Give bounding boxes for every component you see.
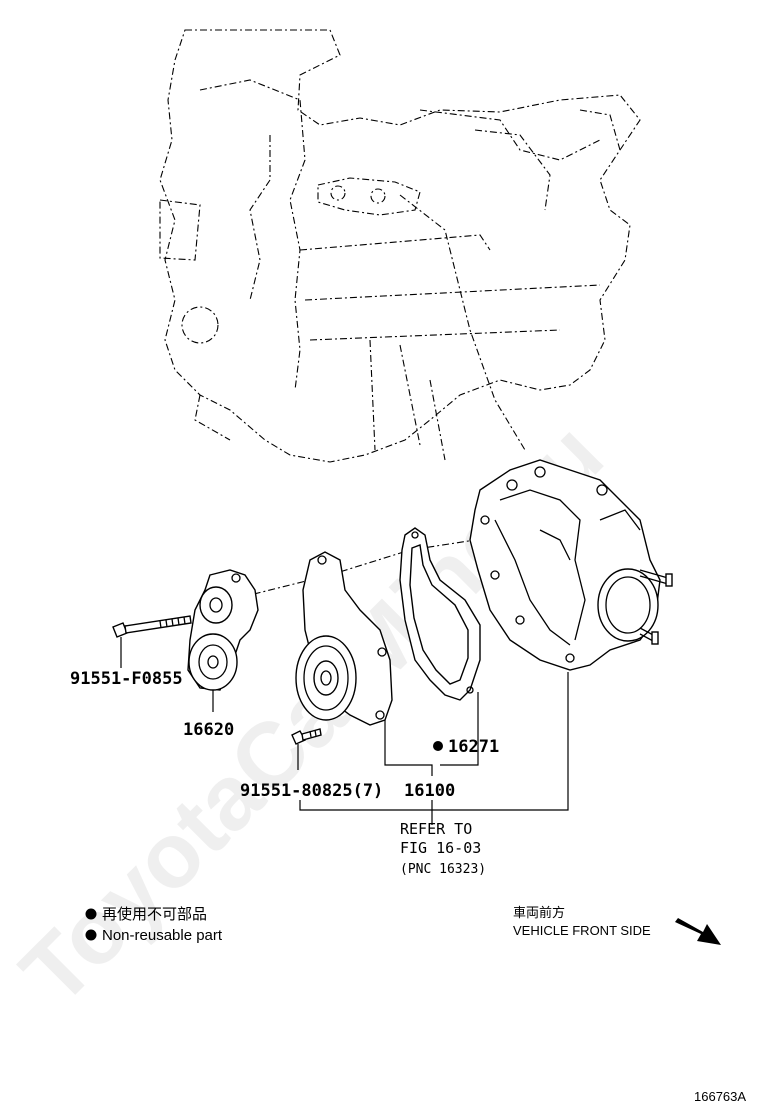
direction-english: VEHICLE FRONT SIDE [513, 923, 651, 938]
callout-91551-F0855: 91551-F0855 [70, 669, 183, 689]
legend-japanese: 再使用不可部品 [102, 906, 207, 923]
water-pump-gasket [399, 527, 481, 701]
refer-line-1: REFER TO [400, 820, 472, 838]
callout-91551-80825: 91551-80825(7) [240, 781, 383, 801]
legend-english: Non-reusable part [102, 927, 223, 944]
callout-16620: 16620 [183, 720, 234, 740]
figure-id: 166763A [694, 1089, 746, 1104]
front-arrow-icon [675, 918, 721, 945]
refer-line-2: FIG 16-03 [400, 839, 481, 857]
leader-lines [120, 637, 569, 825]
engine-block-outline [159, 29, 641, 463]
water-pump-housing [469, 459, 673, 671]
non-reusable-marker-icon [433, 741, 443, 751]
direction-japanese: 車両前方 [513, 905, 565, 920]
bolt-91551-F0855 [112, 615, 192, 638]
belt-tensioner [187, 569, 259, 691]
callout-16100: 16100 [404, 781, 455, 801]
bolt-91551-80825 [291, 728, 322, 745]
callout-16271: 16271 [448, 737, 499, 757]
alignment-guides [209, 194, 526, 606]
refer-line-3: (PNC 16323) [400, 862, 486, 877]
legend-bullet-icon [85, 908, 97, 920]
water-pump-assembly [295, 551, 393, 726]
legend-bullet-icon [85, 929, 97, 941]
